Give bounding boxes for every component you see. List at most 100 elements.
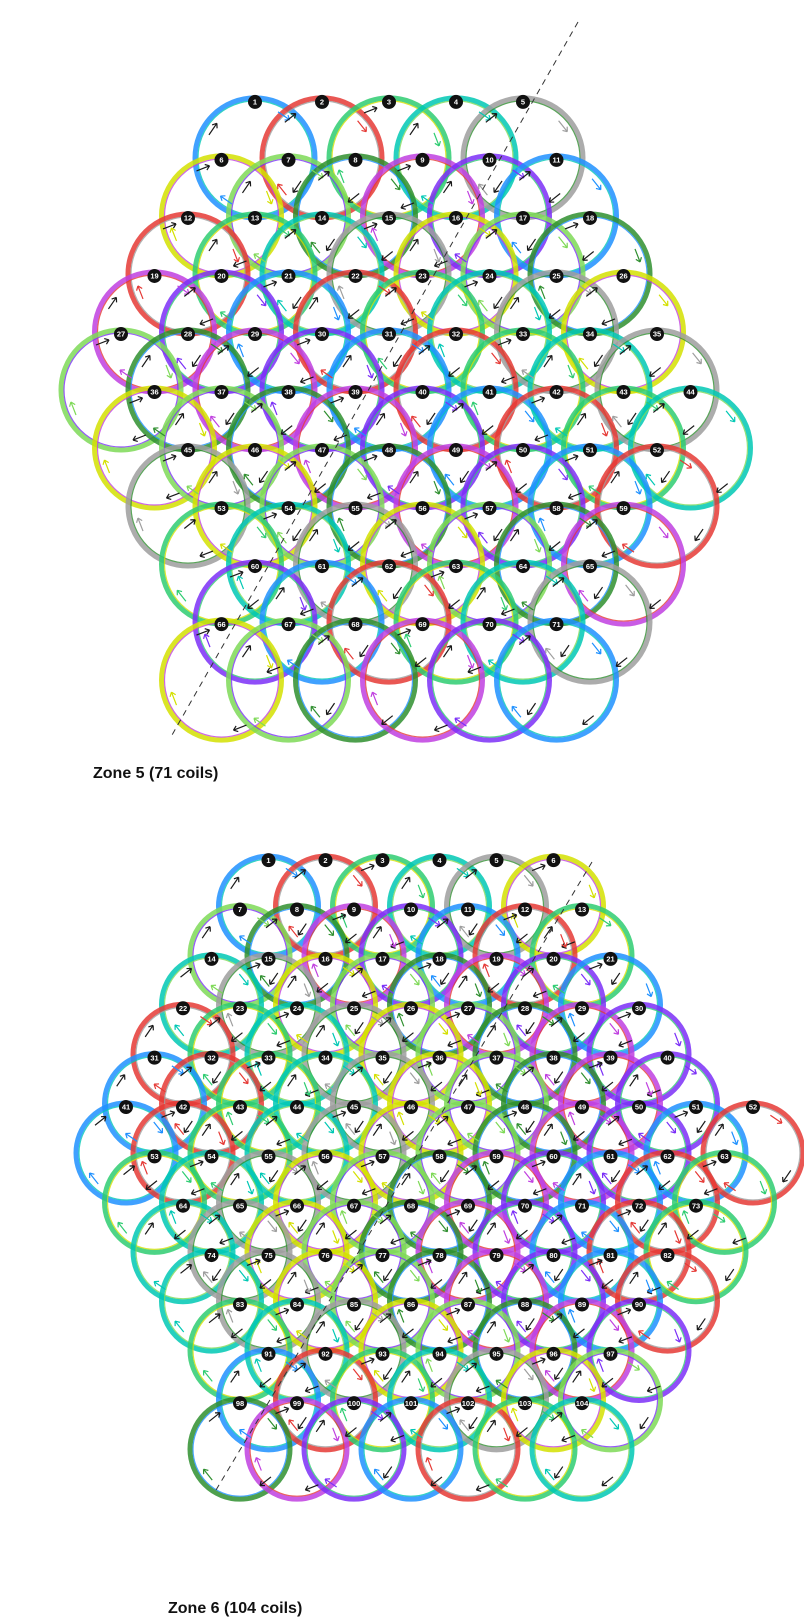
coil-number-label: 54	[207, 1152, 216, 1161]
coil-number-label: 48	[521, 1103, 529, 1112]
coil-number-badge	[214, 385, 229, 400]
flow-arrow	[500, 376, 515, 384]
flow-arrow	[436, 1115, 449, 1126]
flow-arrow	[580, 973, 591, 986]
flow-arrow	[572, 1032, 585, 1042]
coil-number-label: 92	[321, 1350, 329, 1359]
flow-arrow	[515, 933, 528, 944]
coil-number-label: 4	[454, 98, 459, 107]
coil-number-badge	[382, 327, 396, 341]
flow-arrow	[399, 422, 408, 437]
coil-number-label: 36	[435, 1053, 443, 1062]
coil-number-badge	[404, 902, 418, 917]
flow-arrow	[95, 338, 110, 346]
coil-number-badge	[248, 559, 262, 574]
flow-arrow	[153, 1083, 166, 1093]
flow-arrow	[433, 480, 441, 495]
flow-arrow	[384, 519, 397, 529]
coil-number-badge	[415, 152, 430, 167]
flow-arrow	[320, 601, 333, 611]
flow-arrow	[723, 1182, 736, 1192]
coil-number-label: 58	[552, 504, 560, 513]
flow-arrow	[550, 1412, 563, 1422]
coil-number-badge	[546, 1248, 561, 1263]
coil-number-label: 9	[420, 156, 424, 165]
flow-arrow	[275, 1307, 290, 1316]
flow-arrow	[518, 635, 531, 645]
flow-arrow	[357, 120, 367, 133]
coil-number-label: 10	[407, 905, 415, 914]
coil-number-label: 22	[351, 272, 359, 281]
flow-arrow	[259, 1377, 272, 1388]
flow-arrow	[345, 1123, 356, 1135]
coil-number-label: 78	[435, 1251, 443, 1260]
coil-number-badge	[318, 1149, 333, 1164]
flow-arrow	[288, 925, 299, 938]
flow-arrow	[447, 1138, 462, 1147]
coil-number-badge	[248, 210, 262, 225]
flow-arrow	[609, 1022, 620, 1035]
flow-arrow	[117, 1221, 128, 1234]
flow-arrow	[230, 876, 240, 890]
flow-arrow	[560, 1131, 568, 1146]
coil-number-badge	[347, 1100, 361, 1114]
flow-arrow	[601, 550, 616, 559]
flow-arrow	[129, 396, 144, 404]
coil-number-label: 46	[251, 446, 259, 455]
flow-arrow	[287, 975, 297, 988]
coil-number-badge	[746, 1100, 760, 1114]
flow-arrow	[525, 1120, 535, 1134]
flow-arrow	[515, 483, 528, 493]
coil-number-badge	[482, 385, 497, 400]
flow-arrow	[617, 1011, 632, 1020]
coil-number-badge	[233, 902, 247, 917]
flow-arrow	[558, 120, 568, 133]
flow-arrow	[531, 396, 546, 404]
coil-number-label: 33	[519, 330, 527, 339]
flow-arrow	[263, 279, 278, 288]
flow-arrow	[544, 1369, 555, 1382]
coil-number-badge	[482, 501, 497, 516]
flow-arrow	[246, 1180, 255, 1195]
coil-number-badge	[382, 94, 396, 109]
coil-number-label: 53	[150, 1152, 158, 1161]
coil-number-label: 34	[321, 1053, 330, 1062]
flow-arrow	[324, 1083, 337, 1093]
flow-arrow	[522, 1264, 535, 1274]
flow-arrow	[317, 171, 330, 181]
coil-number-badge	[632, 1297, 646, 1312]
flow-arrow	[324, 1379, 337, 1389]
flow-arrow	[258, 470, 269, 484]
flow-arrow	[345, 1320, 356, 1333]
flow-arrow	[561, 1237, 576, 1246]
flow-arrow	[531, 1159, 546, 1168]
coil-number-label: 42	[552, 388, 560, 397]
flow-arrow	[230, 1172, 240, 1186]
flow-arrow	[183, 1120, 193, 1134]
flow-arrow	[652, 403, 665, 413]
flow-arrow	[621, 543, 635, 553]
flow-arrow	[332, 912, 347, 921]
flow-arrow	[482, 1160, 490, 1175]
flow-arrow	[370, 691, 379, 706]
flow-arrow	[532, 1188, 547, 1196]
coil-number-label: 18	[586, 214, 594, 223]
flow-arrow	[401, 1172, 411, 1186]
coil-number-label: 4	[437, 856, 442, 865]
coil-number-label: 55	[351, 504, 359, 513]
flow-arrow	[310, 705, 321, 718]
flow-arrow	[526, 702, 537, 716]
coil-number-label: 100	[348, 1399, 361, 1408]
flow-arrow	[304, 1385, 319, 1394]
flow-arrow	[657, 1222, 667, 1235]
flow-arrow	[294, 1165, 307, 1176]
coil-number-label: 45	[184, 446, 192, 455]
flow-arrow	[296, 1330, 309, 1340]
coil-number-label: 93	[378, 1350, 386, 1359]
flow-arrow	[337, 169, 345, 184]
flow-arrow	[372, 1123, 382, 1136]
flow-arrow	[425, 1358, 433, 1373]
coil-number-badge	[632, 1100, 646, 1114]
